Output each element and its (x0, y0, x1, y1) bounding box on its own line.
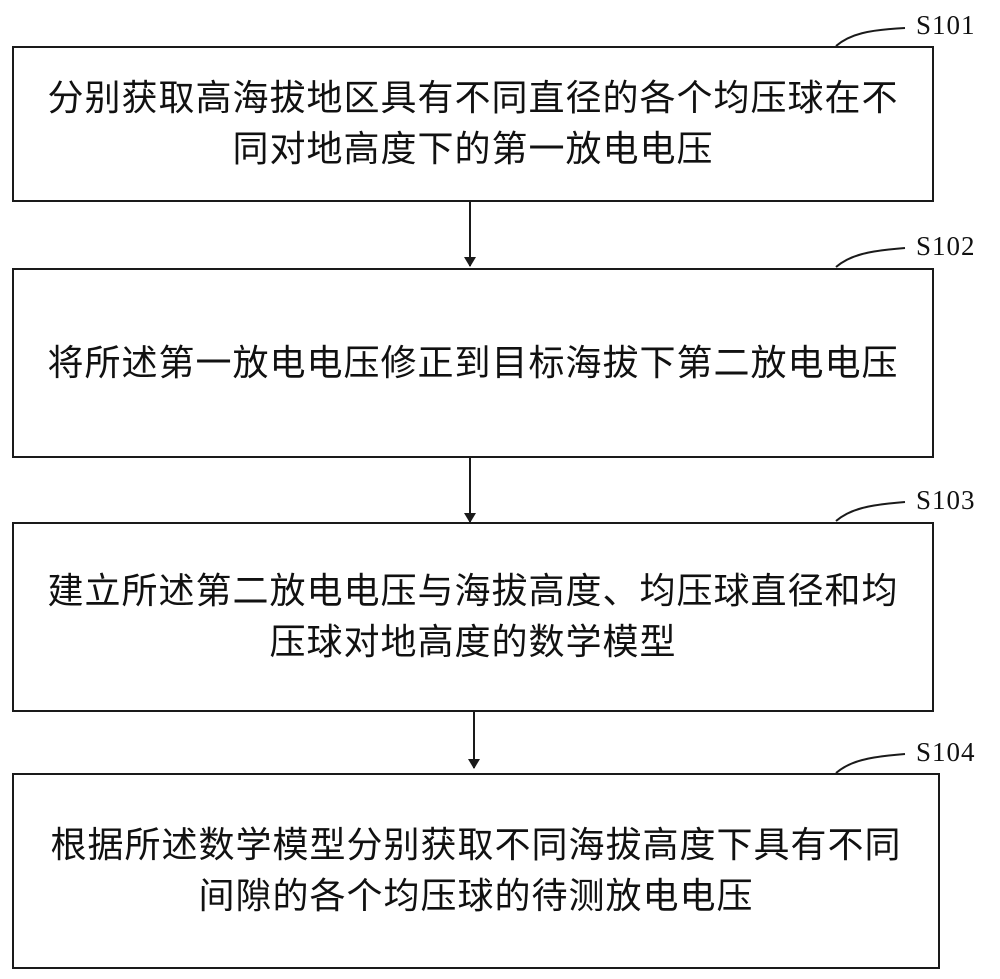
step-label-s101: S101 (916, 10, 976, 40)
step-box-s104: 根据所述数学模型分别获取不同海拔高度下具有不同 间隙的各个均压球的待测放电电压 (12, 773, 940, 969)
step-label-s103: S103 (916, 485, 976, 515)
step-label-s104: S104 (916, 737, 976, 767)
step-text-s104: 根据所述数学模型分别获取不同海拔高度下具有不同 间隙的各个均压球的待测放电电压 (50, 825, 902, 917)
step-text-s103: 建立所述第二放电电压与海拔高度、均压球直径和均 压球对地高度的数学模型 (47, 571, 899, 663)
step-text-s101: 分别获取高海拔地区具有不同直径的各个均压球在不 同对地高度下的第一放电电压 (47, 78, 899, 170)
step-label-s102: S102 (916, 231, 976, 261)
step-box-s103: 建立所述第二放电电压与海拔高度、均压球直径和均 压球对地高度的数学模型 (12, 522, 934, 712)
leader-line-s104 (835, 753, 906, 774)
step-box-s102: 将所述第一放电电压修正到目标海拔下第二放电电压 (12, 268, 934, 458)
step-text-s102: 将所述第一放电电压修正到目标海拔下第二放电电压 (47, 342, 899, 384)
leader-line-s103 (835, 501, 906, 522)
leader-line-s101 (835, 27, 906, 47)
leader-line-s102 (835, 247, 906, 268)
step-box-s101: 分别获取高海拔地区具有不同直径的各个均压球在不 同对地高度下的第一放电电压 (12, 46, 934, 202)
